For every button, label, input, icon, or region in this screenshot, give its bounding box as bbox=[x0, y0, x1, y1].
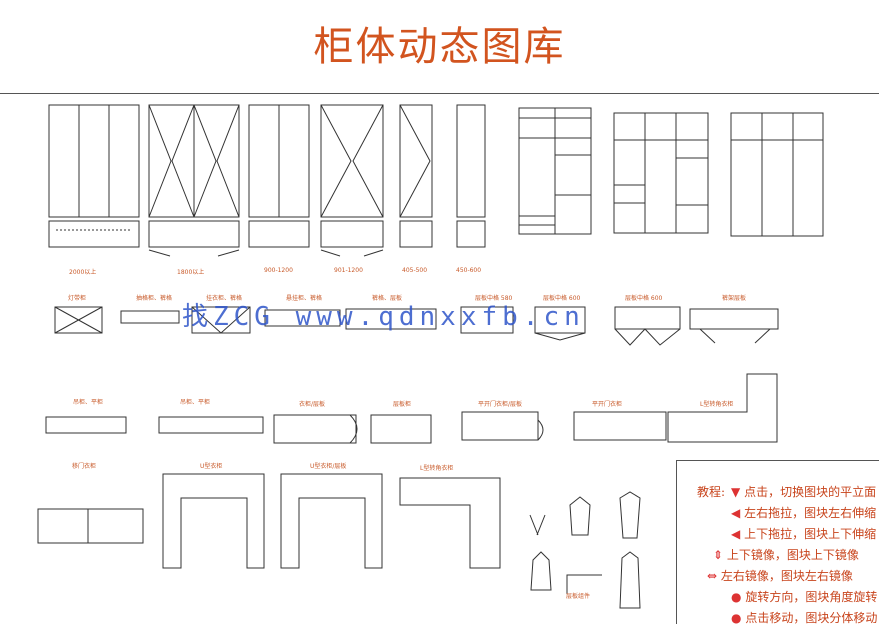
row4-label: 移门衣柜 bbox=[72, 462, 96, 470]
row2-label: 挂衣柜、裤格 bbox=[206, 294, 242, 302]
wardrobe-interior-a[interactable] bbox=[518, 107, 592, 235]
wardrobe-3door-elevation[interactable] bbox=[48, 104, 140, 248]
up-triangle-icon: ◀ bbox=[731, 527, 741, 541]
page-title: 柜体动态图库 bbox=[313, 24, 566, 70]
row4-labels: 移门衣柜 U型衣柜 U型衣柜/层板 L型转角衣柜 bbox=[72, 462, 453, 472]
tutorial-item-5: ● 旋转方向，图块角度旋转 bbox=[731, 590, 878, 604]
row4-label: U型衣柜/层板 bbox=[310, 462, 346, 470]
move-dot-icon: ● bbox=[731, 611, 742, 625]
wardrobe-interior-c[interactable] bbox=[730, 112, 824, 237]
row1-label: 900-1200 bbox=[264, 267, 293, 274]
row4-label: L型转角衣柜 bbox=[420, 464, 453, 472]
shelf-component[interactable] bbox=[566, 574, 602, 594]
shelf-component-label: 层板组件 bbox=[566, 592, 590, 600]
watermark: 找ZCG www.qdnxxfb.cn bbox=[182, 302, 585, 332]
row1-label: 405-500 bbox=[402, 267, 427, 274]
wardrobe-bifold-elevation[interactable] bbox=[148, 104, 240, 257]
row1-label: 450-600 bbox=[456, 267, 481, 274]
vertical-mirror-icon: ⇕ bbox=[713, 548, 724, 562]
header-divider bbox=[0, 93, 879, 94]
row3-labels: 吊柜、平柜 吊柜、平柜 衣柜/层板 层板柜 平开门衣柜/层板 平开门衣柜 L型转… bbox=[73, 398, 733, 408]
row2-label: 裤架层板 bbox=[722, 294, 746, 302]
row3-label: 平开门衣柜/层板 bbox=[478, 400, 522, 408]
row3-label: 层板柜 bbox=[393, 400, 411, 408]
wardrobe-1door-elevation[interactable] bbox=[399, 104, 433, 248]
row1-label: 901-1200 bbox=[334, 267, 363, 274]
tutorial-item-1: ◀ 左右拖拉，图块左右伸缩 bbox=[731, 506, 877, 520]
plan-row2[interactable] bbox=[54, 306, 779, 346]
row1-label: 1800以上 bbox=[177, 268, 204, 276]
row1-label: 2000以上 bbox=[69, 268, 96, 276]
row4-label: U型衣柜 bbox=[200, 462, 222, 470]
row2-label: 层板中格 580 bbox=[475, 294, 513, 302]
tutorial-heading: 教程: bbox=[697, 485, 726, 499]
tutorial-item-6: ● 点击移动，图块分体移动 bbox=[731, 611, 878, 625]
wardrobe-2door-bifold-elevation[interactable] bbox=[320, 104, 384, 257]
row2-label: 灯带柜 bbox=[68, 294, 86, 302]
row1-labels: 2000以上 1800以上 900-1200 901-1200 405-500 … bbox=[69, 267, 481, 276]
tutorial-item-2: ◀ 上下拖拉，图块上下伸缩 bbox=[731, 527, 877, 541]
row3-label: 平开门衣柜 bbox=[592, 400, 622, 408]
plan-row3[interactable] bbox=[45, 373, 778, 444]
wardrobe-interior-b[interactable] bbox=[613, 112, 709, 234]
horizontal-mirror-icon: ⇔ bbox=[707, 569, 718, 583]
left-triangle-icon: ◀ bbox=[731, 506, 741, 520]
tutorial-panel: 教程: ▼ 点击，切换图块的平立面 ◀ 左右拖拉，图块左右伸缩 ◀ 上下拖拉，图… bbox=[676, 460, 879, 625]
row2-label: 层板中格 600 bbox=[625, 294, 663, 302]
row2-label: 抽格柜、裤格 bbox=[136, 294, 172, 302]
row2-label: 裤格、层板 bbox=[372, 294, 402, 302]
rotate-dot-icon: ● bbox=[731, 590, 742, 604]
row3-label: 吊柜、平柜 bbox=[73, 398, 103, 406]
row3-label: 吊柜、平柜 bbox=[180, 398, 210, 406]
tutorial-item-3: ⇕ 上下镜像，图块上下镜像 bbox=[713, 548, 859, 562]
wardrobe-narrow-elevation[interactable] bbox=[456, 104, 486, 248]
tutorial-item-0: ▼ 点击，切换图块的平立面 bbox=[731, 485, 877, 499]
wardrobe-2door-elevation[interactable] bbox=[248, 104, 310, 248]
tutorial-item-4: ⇔ 左右镜像，图块左右镜像 bbox=[707, 569, 853, 583]
plan-row4[interactable] bbox=[37, 473, 501, 569]
row2-label: 悬挂柜、裤格 bbox=[286, 294, 322, 302]
down-triangle-icon: ▼ bbox=[731, 485, 741, 499]
row3-label: 衣柜/层板 bbox=[299, 400, 325, 408]
row3-label: L型转角衣柜 bbox=[700, 400, 733, 408]
row2-labels: 灯带柜 抽格柜、裤格 挂衣柜、裤格 悬挂柜、裤格 裤格、层板 层板中格 580 … bbox=[68, 294, 746, 302]
row2-label: 层板中格 600 bbox=[543, 294, 581, 302]
clothing-icons bbox=[529, 491, 641, 609]
